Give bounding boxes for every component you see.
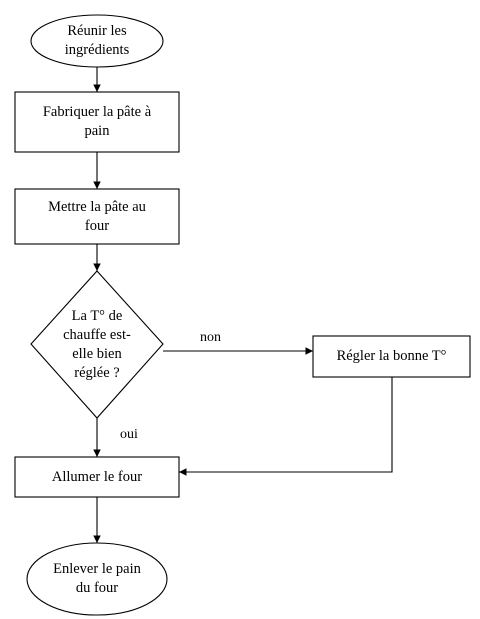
adjust-label: Régler la bonne T° bbox=[313, 336, 470, 377]
make-dough-text: Fabriquer la pâte à pain bbox=[42, 104, 152, 139]
start-label: Réunir les ingrédients bbox=[37, 20, 157, 62]
oven-label: Mettre la pâte au four bbox=[15, 189, 179, 244]
end-label: Enlever le pain du four bbox=[37, 558, 157, 600]
make-dough-label: Fabriquer la pâte à pain bbox=[15, 92, 179, 152]
start-text: Réunir les ingrédients bbox=[64, 23, 130, 58]
turn-on-label: Allumer le four bbox=[15, 457, 179, 497]
turn-on-process bbox=[14, 456, 180, 498]
edge-adjust-to-turn-on bbox=[179, 377, 393, 476]
start-terminal bbox=[30, 14, 164, 68]
adjust-process bbox=[312, 335, 471, 378]
yes-branch-label: oui bbox=[120, 427, 138, 442]
decision-diamond bbox=[30, 270, 164, 419]
end-terminal bbox=[26, 542, 168, 616]
adjust-text: Régler la bonne T° bbox=[336, 348, 447, 364]
no-branch-label: non bbox=[200, 330, 221, 345]
decision-label: La T° de chauffe est- elle bien réglée ? bbox=[47, 302, 147, 388]
make-dough-process bbox=[14, 91, 180, 153]
oven-process bbox=[14, 188, 180, 245]
decision-text: La T° de chauffe est- elle bien réglée ? bbox=[63, 308, 131, 381]
oven-text: Mettre la pâte au four bbox=[48, 198, 146, 234]
turn-on-text: Allumer le four bbox=[51, 468, 143, 485]
end-text: Enlever le pain du four bbox=[53, 561, 141, 596]
